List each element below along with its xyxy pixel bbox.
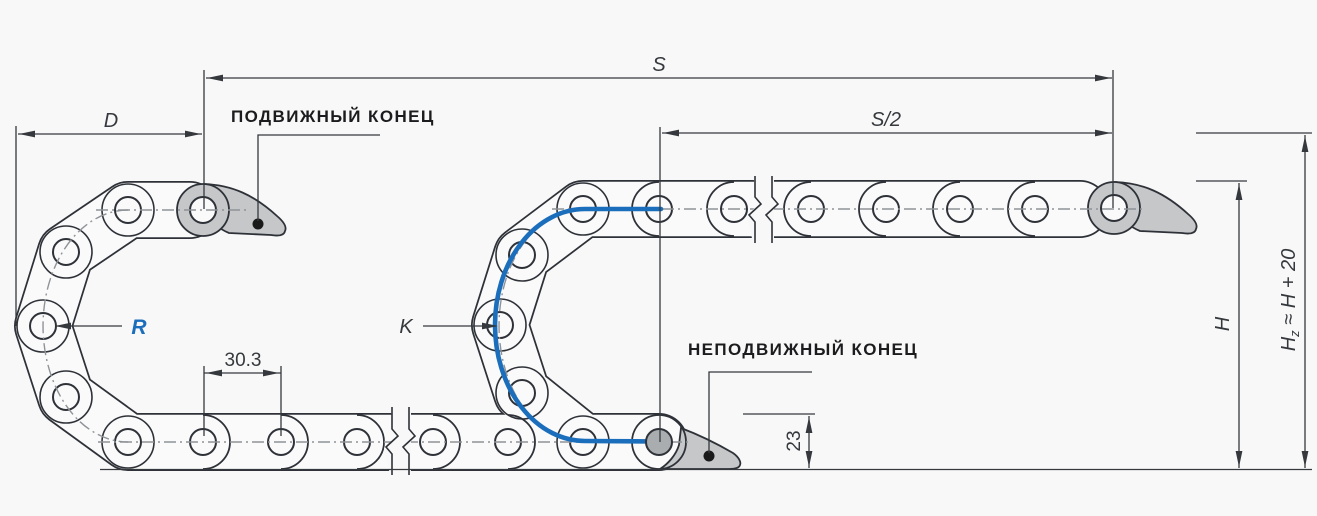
chain-mid-loop-fill bbox=[472, 181, 1108, 470]
callout-k: K bbox=[399, 316, 498, 338]
break-zigzag bbox=[764, 176, 780, 243]
break-mask bbox=[384, 407, 411, 475]
fixed-pin-hole bbox=[645, 428, 673, 456]
arrowhead-right bbox=[263, 369, 279, 377]
movable-end-bracket-right bbox=[1087, 181, 1198, 235]
label-r: R bbox=[131, 316, 147, 339]
arrowhead-left bbox=[207, 74, 223, 82]
label-s: S bbox=[652, 54, 666, 76]
arrowhead-right bbox=[185, 130, 201, 138]
chain-mid-loop-outline bbox=[471, 180, 1109, 471]
label-d: D bbox=[104, 110, 118, 132]
arrowhead-up bbox=[1235, 184, 1243, 200]
label-hz-h: H bbox=[1278, 336, 1300, 351]
bend-radius-curve bbox=[492, 206, 664, 444]
label-hz-sub: z bbox=[1287, 330, 1302, 338]
bracket-pin-hole bbox=[1100, 194, 1128, 222]
dimension-s-half: S/2 bbox=[659, 109, 1112, 442]
break-mask bbox=[747, 176, 774, 243]
label-23: 23 bbox=[784, 430, 805, 451]
arrowhead-left bbox=[206, 369, 222, 377]
arrowhead-right bbox=[1095, 74, 1111, 82]
arrowhead-right bbox=[482, 322, 498, 330]
break-zigzag bbox=[384, 407, 400, 475]
dimension-pitch: 30.3 bbox=[203, 350, 282, 436]
fixed-end-dot bbox=[703, 450, 715, 462]
leader-line bbox=[708, 371, 812, 453]
callout-movable-end: ПОДВИЖНЫЙ КОНЕЦ bbox=[231, 107, 435, 221]
label-h: H bbox=[1212, 316, 1234, 331]
centerline-left-bend bbox=[42, 209, 129, 443]
dimension-s: S bbox=[203, 54, 1114, 209]
dimension-d: D bbox=[15, 110, 202, 326]
arrowhead-up bbox=[805, 417, 813, 433]
callout-r: R bbox=[55, 316, 147, 339]
break-zigzag bbox=[401, 407, 417, 475]
leader-line bbox=[257, 134, 380, 221]
arrowhead-down bbox=[1301, 451, 1309, 467]
arrowhead-left bbox=[55, 322, 71, 330]
arrowhead-down bbox=[1235, 451, 1243, 467]
callout-fixed-end: НЕПОДВИЖНЫЙ КОНЕЦ bbox=[688, 340, 918, 453]
label-k: K bbox=[399, 316, 414, 338]
centerlines bbox=[42, 208, 1146, 443]
arrowhead-left bbox=[663, 129, 679, 137]
dimension-hz: Hz ≈ H + 20 bbox=[1196, 132, 1312, 468]
arrowhead-left bbox=[19, 130, 35, 138]
label-hz: Hz ≈ H + 20 bbox=[1278, 249, 1302, 352]
dimension-23: 23 bbox=[743, 413, 815, 468]
label-fixed-end: НЕПОДВИЖНЫЙ КОНЕЦ bbox=[688, 340, 918, 359]
movable-end-dot bbox=[252, 218, 264, 230]
arrowhead-down bbox=[805, 451, 813, 467]
break-symbol-lower bbox=[384, 407, 417, 475]
label-pitch: 30.3 bbox=[225, 350, 262, 371]
label-hz-rest: ≈ H + 20 bbox=[1278, 249, 1300, 331]
label-movable-end: ПОДВИЖНЫЙ КОНЕЦ bbox=[231, 107, 435, 126]
arrowhead-right bbox=[1095, 129, 1111, 137]
arrowhead-up bbox=[1301, 136, 1309, 152]
chain-body bbox=[14, 180, 1109, 471]
break-symbol-upper bbox=[747, 176, 780, 243]
dimension-h: H bbox=[1196, 180, 1247, 468]
break-zigzag bbox=[747, 176, 763, 243]
label-s-half: S/2 bbox=[871, 109, 901, 131]
